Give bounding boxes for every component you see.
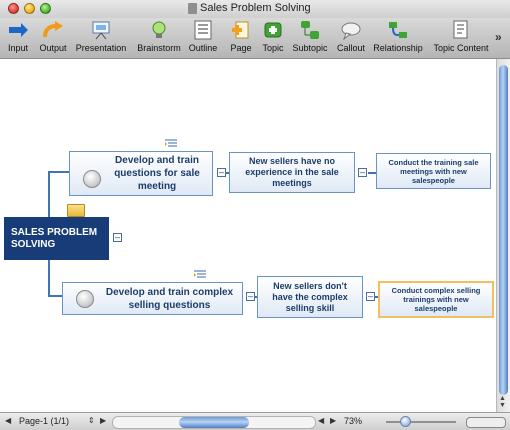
topic-marker-icon — [76, 290, 94, 308]
brainstorm-lightbulb-icon — [152, 21, 166, 38]
toolbar-label: Output — [39, 43, 67, 53]
topic-label: Develop and train questions for sale mee… — [114, 155, 200, 192]
central-topic[interactable]: SALES PROBLEM SOLVING — [4, 217, 109, 260]
connector-line — [226, 172, 229, 174]
connector-line — [373, 296, 378, 298]
toolbar-output-button[interactable]: Output — [34, 18, 72, 58]
topic-marker-icon — [83, 170, 101, 188]
subtopic-label: New sellers have no experience in the sa… — [245, 156, 339, 188]
toolbar-input-button[interactable]: Input — [2, 18, 34, 58]
status-bar: ◀ Page-1 (1/1) ⇕ ▶ ◀ ▶ 73% — [0, 412, 510, 430]
toolbar-label: Callout — [336, 43, 365, 53]
collapse-toggle[interactable]: – — [358, 167, 367, 177]
page-selector[interactable]: Page-1 (1/1) — [19, 416, 70, 426]
collapse-toggle[interactable]: – — [217, 167, 226, 177]
title-bar: Sales Problem Solving — [0, 0, 510, 19]
minimize-window-button[interactable] — [24, 3, 35, 14]
previous-page-icon[interactable]: ◀ — [5, 416, 12, 425]
notes-icon — [194, 270, 206, 278]
toolbar-callout-button[interactable]: Callout — [332, 18, 370, 58]
connector-line — [48, 171, 70, 173]
toolbar-label: Page — [230, 43, 252, 53]
leaf-topic-node-selected[interactable]: Conduct complex selling trainings with n… — [378, 281, 494, 318]
vertical-scrollbar[interactable]: ▲▼ — [496, 59, 510, 412]
page-add-icon — [232, 21, 249, 39]
collapse-toggle[interactable]: – — [246, 291, 255, 301]
toolbar-label: Topic — [262, 43, 284, 53]
folder-icon — [67, 204, 85, 217]
topic-label: Develop and train complex selling questi… — [105, 286, 234, 311]
toolbar-topic-content-button[interactable]: Topic Content — [430, 18, 492, 58]
toolbar-topic-button[interactable]: Topic — [258, 18, 288, 58]
next-page-icon[interactable]: ▶ — [100, 416, 107, 425]
toolbar-presentation-button[interactable]: Presentation — [72, 18, 130, 58]
close-window-button[interactable] — [8, 3, 19, 14]
central-topic-label: SALES PROBLEM SOLVING — [11, 226, 98, 250]
collapse-toggle[interactable]: – — [366, 291, 375, 301]
toolbar-label: Relationship — [373, 43, 423, 53]
zoom-slider[interactable] — [386, 421, 456, 423]
window-title: Sales Problem Solving — [200, 2, 311, 14]
toolbar-relationship-button[interactable]: Relationship — [370, 18, 426, 58]
horizontal-scrollbar[interactable] — [112, 416, 316, 429]
topic-content-icon — [453, 20, 468, 39]
presentation-easel-icon — [92, 21, 110, 40]
subtopic-label: New sellers don't have the complex selli… — [272, 280, 348, 313]
toolbar-label: Presentation — [75, 43, 127, 53]
zoom-window-button[interactable] — [40, 3, 51, 14]
outline-list-icon — [194, 20, 212, 40]
notes-icon — [165, 139, 177, 147]
toolbar-label: Input — [7, 43, 29, 53]
subtopic-node[interactable]: New sellers don't have the complex selli… — [257, 276, 363, 318]
toolbar-label: Subtopic — [292, 43, 328, 53]
scroll-right-icon[interactable]: ▶ — [330, 416, 337, 425]
document-icon — [188, 3, 197, 14]
horizontal-scroll-thumb[interactable] — [179, 417, 249, 428]
vertical-scroll-thumb[interactable] — [499, 65, 508, 395]
toolbar-overflow-button[interactable]: » — [495, 30, 502, 44]
output-arrow-icon — [43, 21, 63, 38]
zoom-slider-knob[interactable] — [400, 416, 411, 427]
topic-node[interactable]: Develop and train questions for sale mee… — [69, 151, 213, 196]
connector-line — [368, 172, 376, 174]
topic-node[interactable]: Develop and train complex selling questi… — [62, 282, 243, 315]
zoom-level-select[interactable]: 73% — [344, 416, 363, 426]
input-arrow-icon — [9, 23, 28, 37]
topic-add-icon — [264, 22, 282, 38]
leaf-topic-node[interactable]: Conduct the training sale meetings with … — [376, 153, 491, 189]
toolbar-brainstorm-button[interactable]: Brainstorm — [132, 18, 186, 58]
page-stepper-icon[interactable]: ⇕ — [88, 416, 95, 425]
toolbar-page-button[interactable]: Page — [224, 18, 258, 58]
view-mode-buttons[interactable] — [466, 417, 506, 428]
subtopic-add-icon — [301, 21, 319, 39]
scroll-arrows-icon[interactable]: ▲▼ — [499, 395, 506, 409]
subtopic-node[interactable]: New sellers have no experience in the sa… — [229, 152, 355, 193]
relationship-icon — [389, 22, 407, 38]
toolbar: Input Output Presentation Brainstorm Out… — [0, 18, 510, 59]
mind-map-canvas[interactable]: SALES PROBLEM SOLVING – Develop and trai… — [0, 59, 496, 412]
toolbar-label: Topic Content — [433, 43, 489, 53]
toolbar-label: Brainstorm — [137, 43, 181, 53]
toolbar-label: Outline — [188, 43, 218, 53]
connector-line — [48, 295, 62, 297]
leaf-topic-label: Conduct complex selling trainings with n… — [391, 286, 481, 313]
callout-cloud-icon — [341, 22, 361, 40]
collapse-toggle[interactable]: – — [113, 232, 122, 242]
leaf-topic-label: Conduct the training sale meetings with … — [388, 157, 479, 185]
scroll-left-icon[interactable]: ◀ — [318, 416, 325, 425]
toolbar-subtopic-button[interactable]: Subtopic — [290, 18, 330, 58]
toolbar-outline-button[interactable]: Outline — [186, 18, 220, 58]
